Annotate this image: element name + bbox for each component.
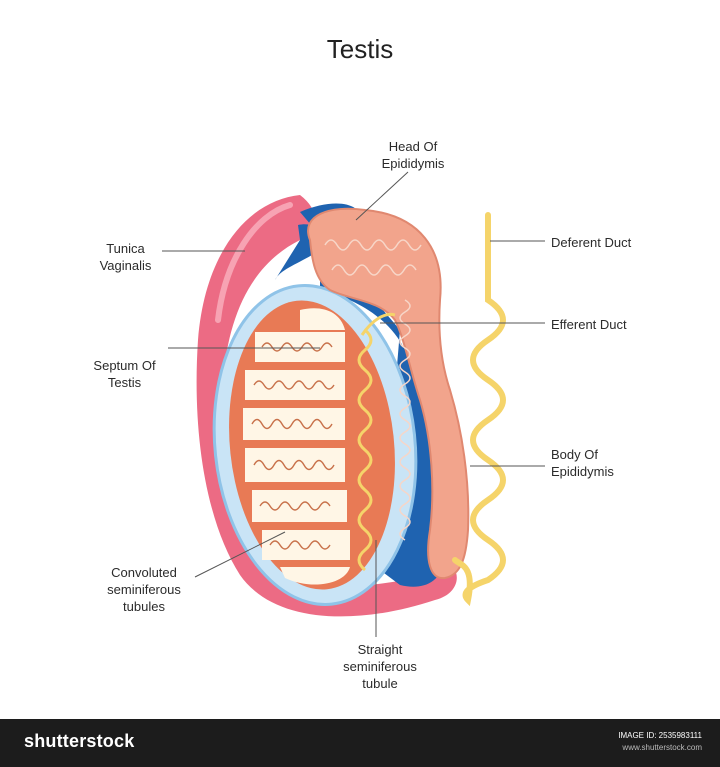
label-head-of-epididymis: Head Of Epididymis — [381, 139, 445, 171]
diagram-title: Testis — [326, 34, 394, 64]
rete-testis — [357, 328, 373, 572]
anatomy-illustration — [162, 171, 545, 637]
epididymis-shape — [307, 207, 470, 580]
label-straight-seminiferous-tubule: Straight seminiferous tubule — [343, 642, 417, 691]
shutterstock-logo: shutterstock — [24, 731, 135, 751]
label-septum-of-testis: Septum Of Testis — [93, 358, 156, 390]
lobules — [243, 308, 350, 585]
label-efferent-duct: Efferent Duct — [551, 317, 627, 332]
efferent-ducts — [360, 312, 396, 336]
convoluted-tubules — [251, 342, 335, 550]
epididymis-coils — [324, 239, 422, 541]
label-convoluted-seminiferous-tubules: Convoluted seminiferous tubules — [107, 565, 181, 614]
image-id-text: IMAGE ID: 2535983111 — [618, 731, 702, 740]
tunica-highlight — [215, 202, 293, 323]
footer-bar: shutterstock IMAGE ID: 2535983111 www.sh… — [0, 719, 720, 767]
image-id: IMAGE ID: 2535983111 www.shutterstock.co… — [618, 730, 702, 754]
leader-lines — [162, 171, 545, 637]
label-body-of-epididymis: Body Of Epididymis — [551, 447, 614, 479]
label-tunica-vaginalis: Tunica Vaginalis — [99, 241, 152, 273]
label-deferent-duct: Deferent Duct — [551, 235, 632, 250]
site-url: www.shutterstock.com — [622, 743, 702, 752]
deferent-duct — [452, 212, 506, 607]
